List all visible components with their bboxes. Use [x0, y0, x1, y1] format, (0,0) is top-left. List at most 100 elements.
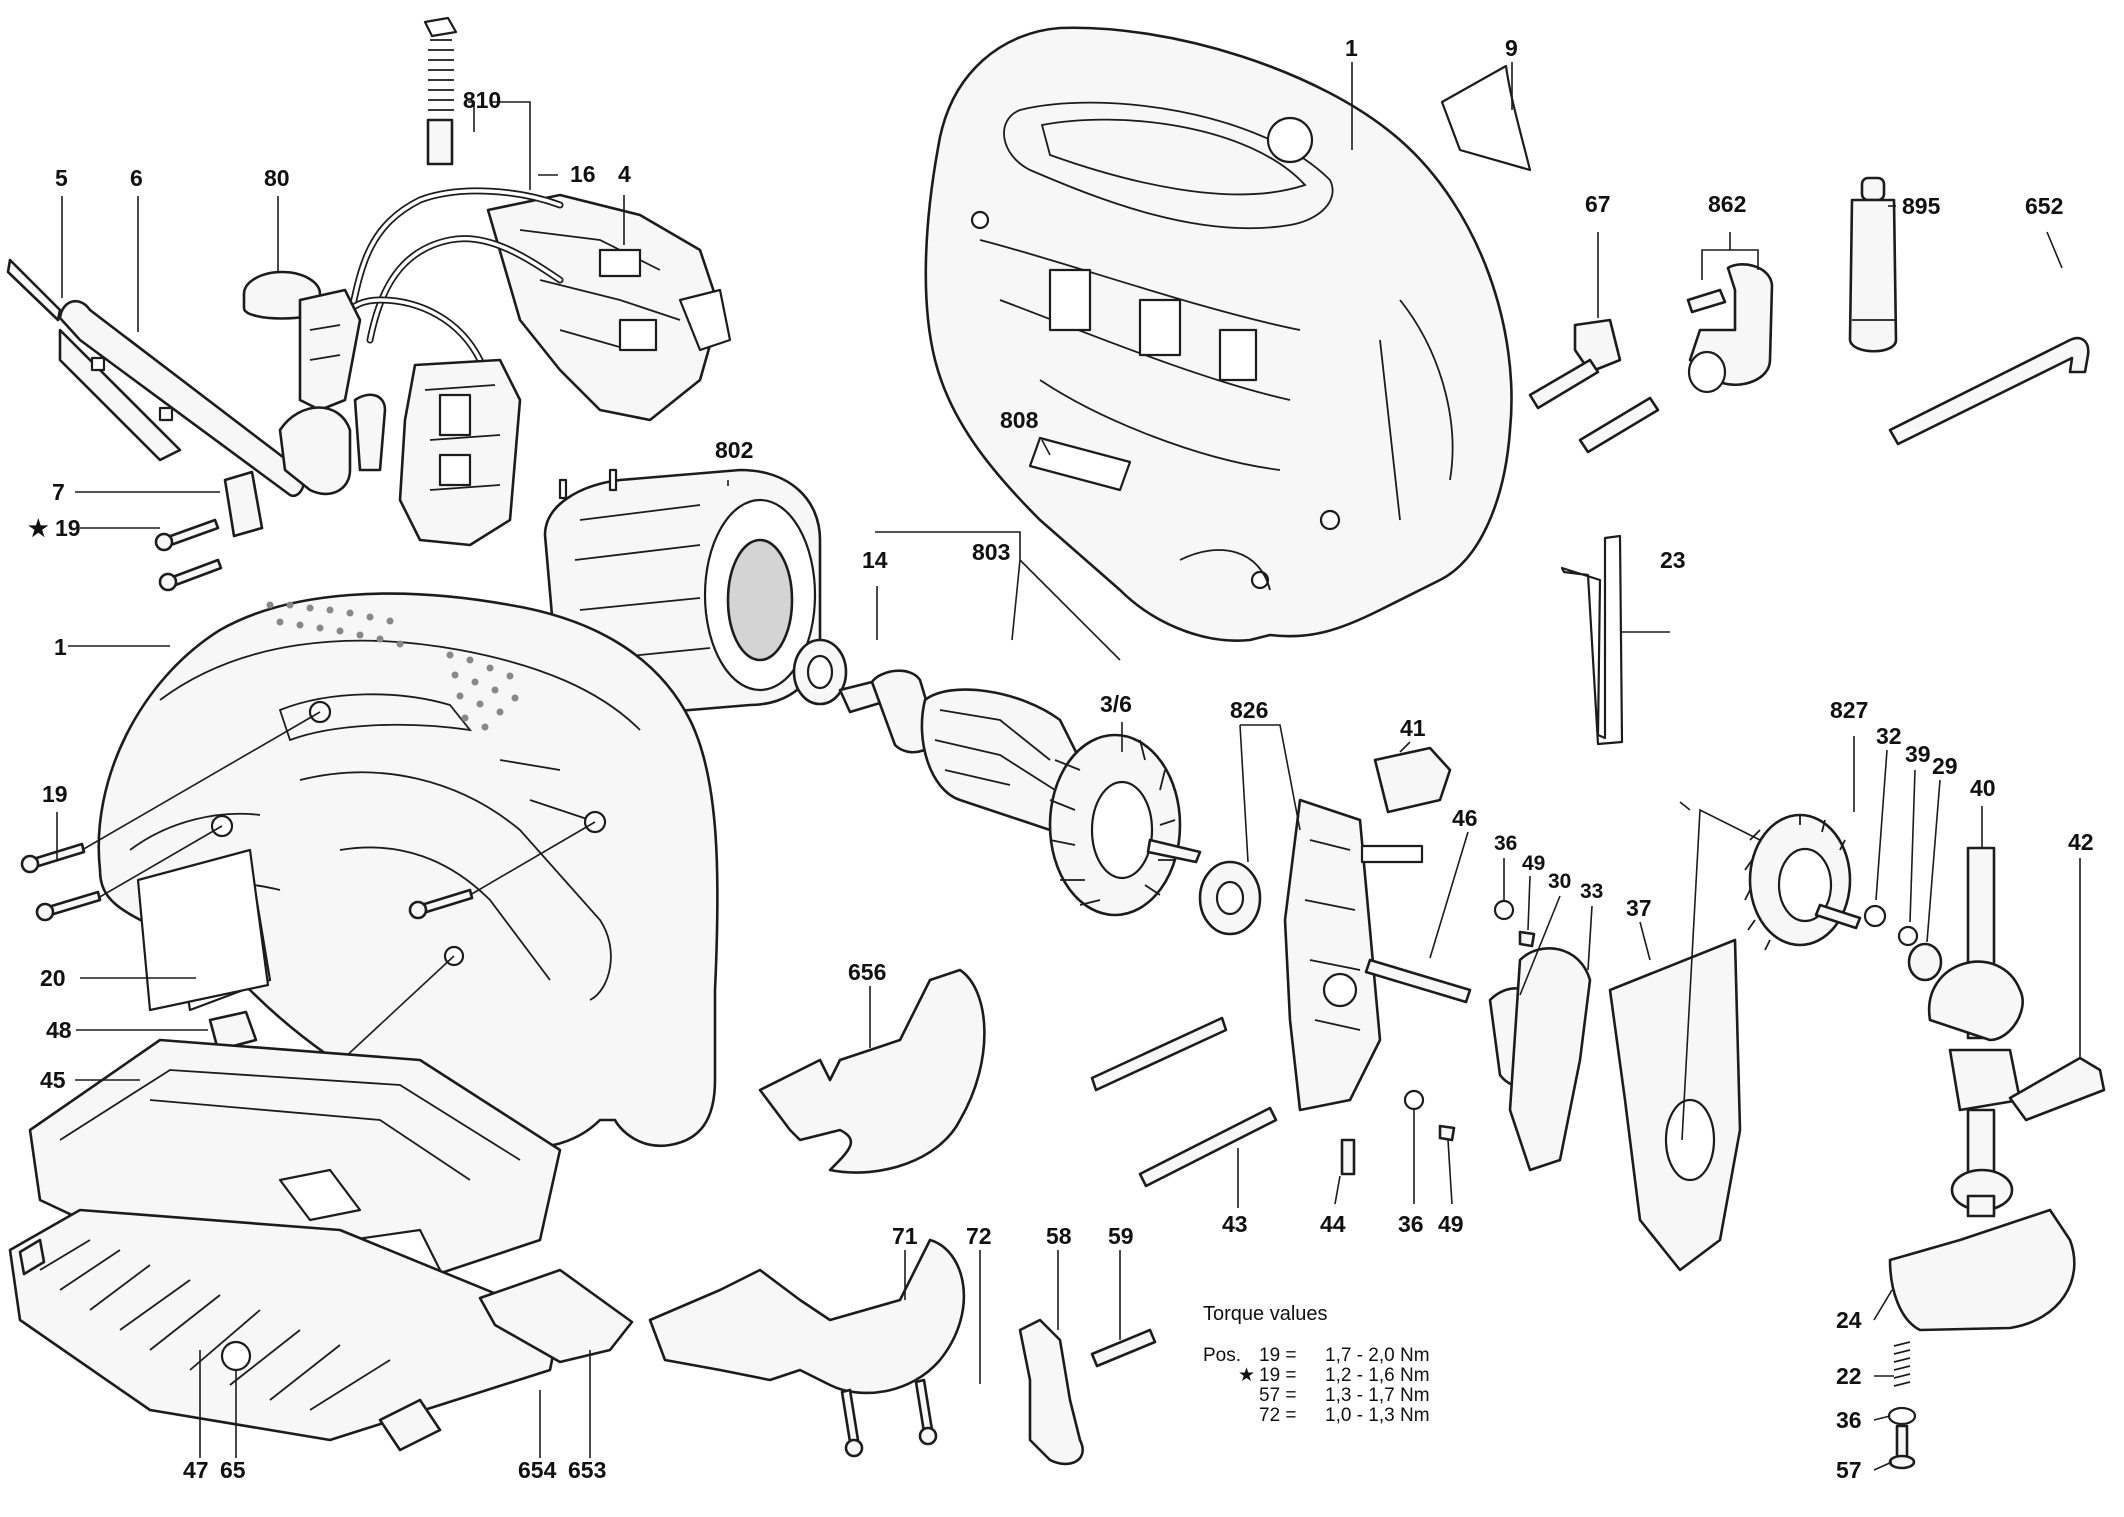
ring-39: [1897, 925, 1919, 947]
bushing-29: [1907, 942, 1943, 982]
torque-pos: ★: [1237, 1365, 1255, 1386]
label-39: 39: [1905, 741, 1931, 767]
armature-803: [838, 669, 1202, 917]
torque-row: ★ 19 = 1,2 - 1,6 Nm: [1203, 1366, 1503, 1386]
guard-656: [758, 968, 986, 1174]
label-72: 72: [966, 1223, 992, 1249]
label-71: 71: [892, 1223, 918, 1249]
label-803: 803: [972, 539, 1010, 565]
label-9: 9: [1505, 35, 1518, 61]
gear-827: [1744, 813, 1862, 951]
label-37: 37: [1626, 895, 1652, 921]
label-40: 40: [1970, 775, 1996, 801]
label-5: 5: [55, 165, 68, 191]
label-67: 67: [1585, 191, 1611, 217]
label-20: 20: [40, 965, 66, 991]
screws-19-star: [154, 518, 223, 592]
plate-808: [1028, 436, 1132, 492]
label-32: 32: [1876, 723, 1902, 749]
label-895: 895: [1902, 193, 1941, 219]
spring-wire-23: [1560, 534, 1624, 746]
label-802: 802: [715, 437, 753, 463]
label-1-top: 1: [1345, 35, 1358, 61]
torque-item: 57 =: [1259, 1385, 1297, 1406]
label-47: 47: [183, 1457, 209, 1483]
clip-49a: [1518, 930, 1536, 948]
torque-value: 1,0 - 1,3 Nm: [1325, 1405, 1430, 1426]
label-862: 862: [1708, 191, 1746, 217]
label-49-upper: 49: [1522, 852, 1545, 875]
pin-43a: [1090, 1016, 1228, 1092]
spring-22: [1893, 1341, 1911, 1387]
label-654: 654: [518, 1457, 557, 1483]
label-49-lower: 49: [1438, 1211, 1464, 1237]
label-827: 827: [1830, 697, 1868, 723]
pin-44: [1340, 1138, 1356, 1176]
label-45: 45: [40, 1067, 66, 1093]
label-22: 22: [1836, 1363, 1862, 1389]
label-59: 59: [1108, 1223, 1134, 1249]
clip-7: [223, 470, 264, 538]
guard-71: [648, 1238, 966, 1395]
housing-half-right: [924, 26, 1513, 642]
label-24: 24: [1836, 1307, 1862, 1333]
leader-lines: [56, 62, 2081, 1471]
label-653: 653: [568, 1457, 606, 1483]
torque-value: 1,7 - 2,0 Nm: [1325, 1345, 1430, 1366]
label-19: 19: [42, 781, 68, 807]
washer-32: [1863, 904, 1887, 928]
pin-43: [1138, 1106, 1278, 1188]
grease-tube-895: [1848, 176, 1898, 353]
grip-dots: [266, 601, 519, 731]
torque-value: 1,3 - 1,7 Nm: [1325, 1385, 1430, 1406]
lever-67: [1528, 318, 1660, 454]
label-6: 6: [130, 165, 143, 191]
cable-5-6: [6, 258, 387, 498]
label-44: 44: [1320, 1211, 1346, 1237]
torque-pos: Pos.: [1203, 1345, 1242, 1366]
label-7: 7: [52, 479, 65, 505]
label-23: 23: [1660, 547, 1686, 573]
shoe-47: [8, 1208, 562, 1452]
pin-59: [1090, 1328, 1157, 1368]
washer-36c: [1887, 1406, 1917, 1426]
guide-24: [1888, 1208, 2076, 1332]
label-65: 65: [220, 1457, 246, 1483]
eccentric-862: [1686, 263, 1774, 394]
label-808: 808: [1000, 407, 1039, 433]
clip-49b: [1438, 1124, 1456, 1142]
label-16: 16: [570, 161, 596, 187]
part-number-labels: 1 9 810 16 4 5 6 80 67 862 895 652 808 8…: [28, 35, 2094, 1483]
label-20: [136, 848, 270, 1012]
slide-41: [1373, 746, 1452, 814]
nut-48: [208, 1010, 258, 1052]
label-36-bottom: 36: [1836, 1407, 1862, 1433]
speed-knob-80: [242, 270, 362, 412]
brush-holder-16: [398, 358, 522, 547]
torque-row: Pos. 19 = 1,7 - 2,0 Nm: [1203, 1346, 1503, 1366]
label-1-left: 1: [54, 634, 67, 660]
torque-title: Torque values: [1203, 1303, 1328, 1325]
torque-item: 19 =: [1259, 1345, 1297, 1366]
plate-37-hole: [1664, 1098, 1716, 1182]
torque-values-table: Torque values Pos. 19 = 1,7 - 2,0 Nm ★ 1…: [1203, 1304, 1503, 1426]
label-29: 29: [1932, 753, 1958, 779]
torque-value: 1,2 - 1,6 Nm: [1325, 1365, 1430, 1386]
torque-pos: [1203, 1406, 1259, 1426]
label-36-upper: 36: [1494, 832, 1517, 855]
label-41: 41: [1400, 715, 1426, 741]
screws-72: [840, 1378, 938, 1458]
torque-item: 72 =: [1259, 1405, 1297, 1426]
label-58: 58: [1046, 1223, 1072, 1249]
hex-key-652: [1888, 336, 2090, 446]
washer-36b: [1403, 1089, 1425, 1111]
label-80: 80: [264, 165, 290, 191]
roller-lever-58: [1018, 1318, 1084, 1466]
label-4: 4: [618, 161, 631, 187]
label-826: 826: [1230, 697, 1268, 723]
switch-assembly-4: [486, 193, 732, 422]
slider-653: [478, 1268, 634, 1364]
bearing-826: [1198, 860, 1262, 936]
label-14: 14: [862, 547, 888, 573]
